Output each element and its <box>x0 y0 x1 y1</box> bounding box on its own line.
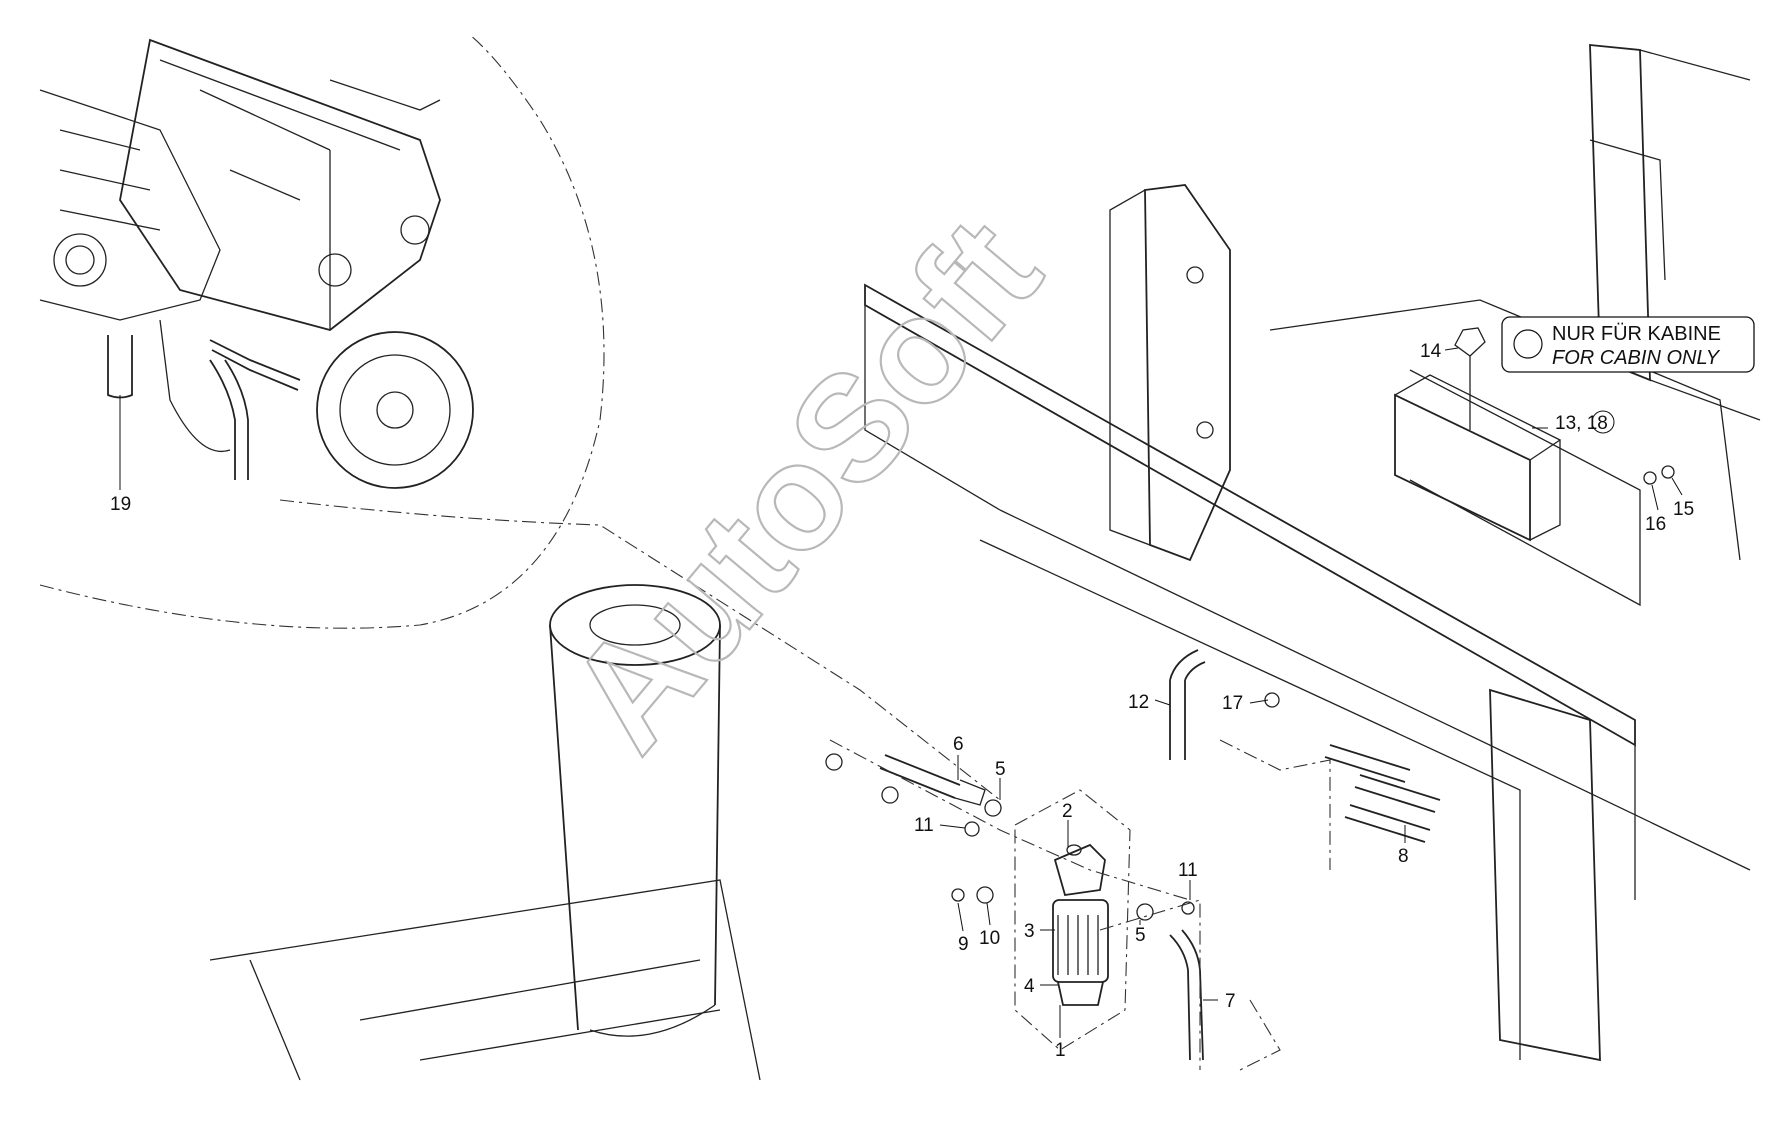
callout-6: 6 <box>953 734 964 755</box>
callout-17: 17 <box>1222 693 1243 714</box>
callout-15: 15 <box>1673 499 1694 520</box>
callout-16: 16 <box>1645 514 1666 535</box>
callout-8: 8 <box>1398 846 1409 867</box>
callout-3: 3 <box>1024 921 1035 942</box>
fuel-filter-assembly <box>1014 789 1131 1051</box>
hardware <box>825 465 1675 921</box>
callout-11-right: 11 <box>1178 860 1198 881</box>
callout-12: 12 <box>1128 692 1149 713</box>
cabin-only-note: NUR FÜR KABINE FOR CABIN ONLY <box>1501 316 1755 373</box>
column-post <box>549 584 721 1037</box>
callout-5-right: 5 <box>1135 925 1146 946</box>
callout-13-18: 13, 18 <box>1555 410 1615 434</box>
machine-frame <box>209 44 1761 1081</box>
callout-14: 14 <box>1420 341 1442 362</box>
callout-9: 9 <box>958 934 969 955</box>
hoses <box>279 499 1441 1071</box>
battery-box <box>1394 327 1641 607</box>
callout-13-18-text: 13, 18 <box>1555 413 1608 434</box>
callout-1: 1 <box>1055 1040 1066 1061</box>
callout-2: 2 <box>1062 801 1073 822</box>
callout-labels: 1 2 3 4 5 5 6 7 8 9 10 11 11 12 13, 18 1… <box>110 341 1694 1061</box>
engine-detail-inset <box>39 34 605 629</box>
callout-10: 10 <box>979 928 1000 949</box>
watermark: AutoSoft <box>536 188 1072 781</box>
callout-11-left: 11 <box>914 815 934 836</box>
callout-5-left: 5 <box>995 759 1006 780</box>
callout-4: 4 <box>1024 976 1035 997</box>
cabin-note-german: NUR FÜR KABINE <box>1552 323 1721 345</box>
leader-lines <box>119 347 1683 1038</box>
callout-7: 7 <box>1225 991 1236 1012</box>
callout-19: 19 <box>110 494 131 515</box>
cabin-note-english: FOR CABIN ONLY <box>1552 347 1721 369</box>
